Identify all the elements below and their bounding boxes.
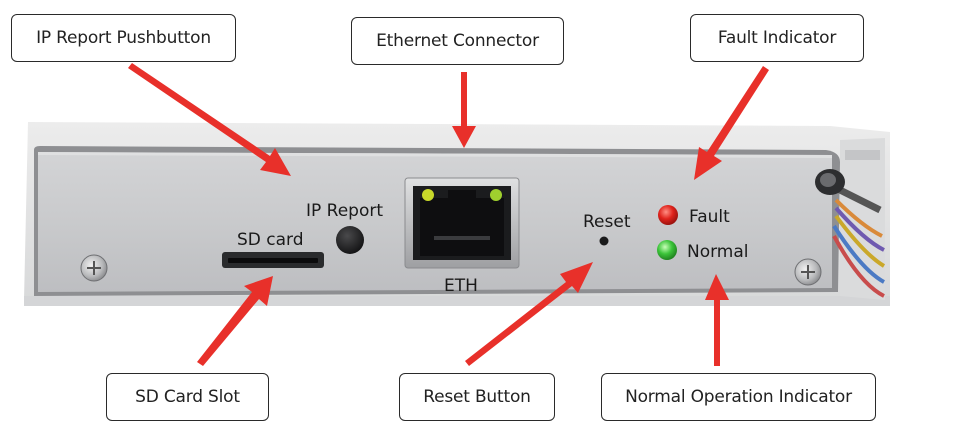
right-screw	[794, 258, 822, 286]
panel-label-reset: Reset	[583, 212, 631, 232]
arrow-ethernet	[452, 72, 476, 148]
panel-label-eth: ETH	[444, 276, 478, 296]
callout-reset: Reset Button	[399, 373, 555, 421]
arrow-ip-report	[128, 63, 291, 176]
fault-led	[658, 205, 678, 225]
left-screw	[80, 254, 108, 282]
ip-report-button	[336, 226, 364, 254]
panel-label-sd-card: SD card	[237, 230, 304, 250]
callout-fault: Fault Indicator	[690, 14, 864, 62]
arrow-normal	[705, 274, 729, 366]
panel-label-ip-report: IP Report	[306, 201, 384, 221]
callout-sd-card: SD Card Slot	[106, 373, 269, 421]
callout-ethernet: Ethernet Connector	[351, 17, 564, 65]
callout-normal: Normal Operation Indicator	[601, 373, 876, 421]
reset-pinhole	[599, 236, 609, 246]
panel-label-fault: Fault	[689, 207, 730, 227]
ethernet-connector	[404, 177, 520, 269]
arrow-sd-card	[197, 276, 273, 366]
arrow-reset	[465, 262, 593, 366]
normal-led	[657, 240, 677, 260]
cable-bundle	[815, 169, 886, 298]
sd-card-slot	[222, 252, 324, 268]
panel-label-normal: Normal	[687, 242, 749, 262]
callout-ip-report: IP Report Pushbutton	[11, 14, 236, 62]
arrow-fault	[694, 66, 769, 180]
